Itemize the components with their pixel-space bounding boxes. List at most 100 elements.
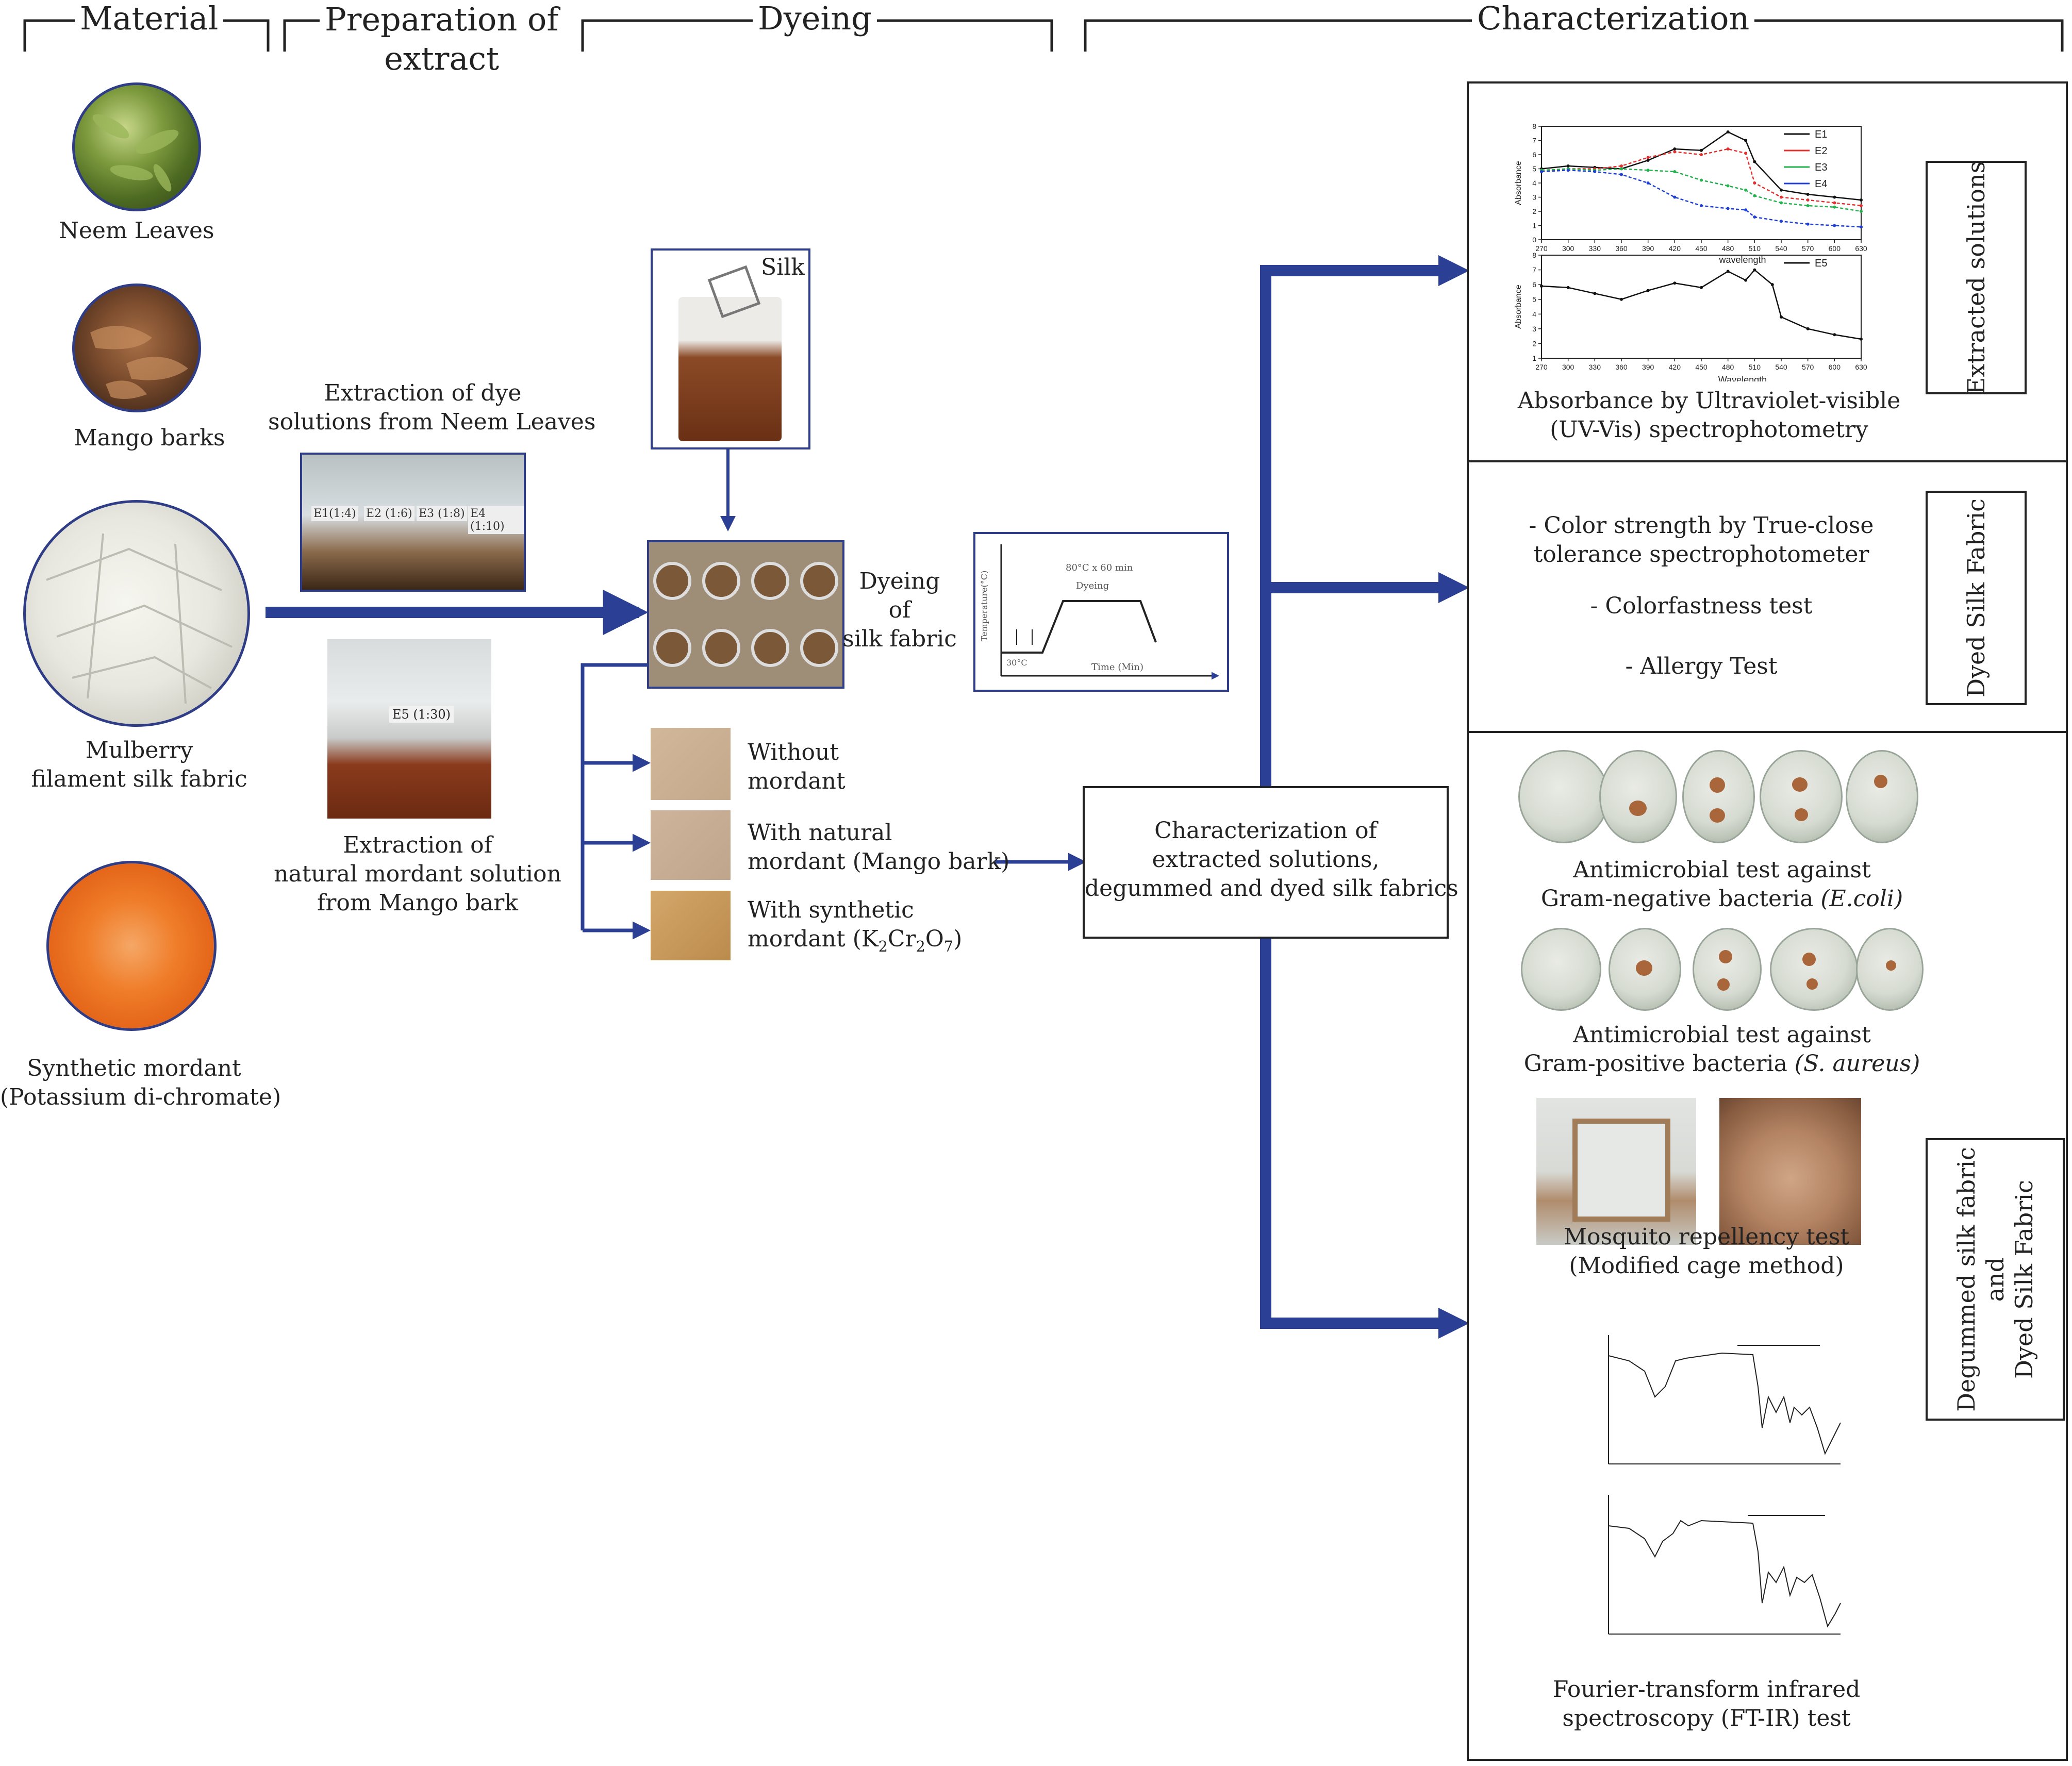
- uv-xtick-label: 600: [1829, 363, 1841, 371]
- uv-point-E4: [1833, 224, 1836, 227]
- uv-point-E4: [1726, 207, 1730, 210]
- uv-point-E3: [1860, 210, 1863, 213]
- uv-point-E2: [1780, 195, 1783, 199]
- header-material: Material: [75, 0, 224, 37]
- uv-point-E3: [1620, 167, 1623, 171]
- mango-bark-image: [72, 284, 201, 412]
- header-dyeing: Dyeing: [753, 0, 877, 37]
- uv-point-E5: [1620, 297, 1623, 301]
- uv-xtick-label: 360: [1615, 244, 1628, 253]
- side-label-degummed: Degummed silk fabric and Dyed Silk Fabri…: [1926, 1138, 2065, 1421]
- uv-point-E2: [1833, 201, 1836, 205]
- uvvis-caption: Absorbance by Ultraviolet-visible (UV-Vi…: [1517, 388, 1901, 443]
- uv-point-E2: [1753, 181, 1756, 185]
- uv-point-E5: [1540, 285, 1543, 288]
- synthetic-mordant-label: With synthetic mordant (K2Cr2O7): [748, 897, 963, 955]
- uv-ytick-label: 5: [1532, 295, 1536, 304]
- profile-time-label: Time (Min): [1091, 662, 1144, 673]
- uv-xtick-label: 270: [1535, 363, 1548, 371]
- uv-ytick-label: 5: [1532, 165, 1536, 173]
- uv-point-E3: [1780, 201, 1783, 205]
- ftir-chart-degummed: [1608, 1335, 1841, 1464]
- uv-xtick-label: 390: [1642, 363, 1654, 371]
- profile-top-label: 80°C x 60 min: [1066, 562, 1133, 573]
- uv-point-E1: [1860, 198, 1863, 202]
- potassium-dichromate-image: [46, 861, 217, 1031]
- uv-ytick-label: 6: [1532, 151, 1536, 159]
- swatch-without-mordant: [651, 728, 731, 800]
- mulberry-label: Mulberry filament silk fabric: [31, 737, 247, 792]
- uv-series-E2: [1541, 148, 1862, 207]
- neem-extract-jars-photo: E1(1:4) E2 (1:6) E3 (1:8) E4 (1:10): [300, 453, 526, 592]
- mango-extraction-label: Extraction of natural mordant solution f…: [274, 832, 561, 916]
- uv-legend-label-E5: E5: [1815, 258, 1827, 269]
- colorfastness-item: - Colorfastness test: [1590, 593, 1813, 619]
- uv-point-E4: [1566, 169, 1570, 172]
- side-label-extracted: Extracted solutions: [1926, 161, 2027, 394]
- uv-point-E4: [1540, 170, 1543, 173]
- uv-point-E2: [1700, 153, 1703, 156]
- saureus-plate-2: [1609, 928, 1681, 1011]
- uv-ytick-label: 6: [1532, 280, 1536, 289]
- uv-point-E3: [1673, 170, 1677, 173]
- uv-series-E1: [1541, 131, 1862, 201]
- uv-point-E1: [1780, 188, 1783, 192]
- ftir-chart-dyed: [1608, 1495, 1841, 1635]
- uv-ytick-label: 7: [1532, 137, 1536, 145]
- uv-ytick-label: 4: [1532, 310, 1536, 318]
- ecoli-plate-1: [1518, 750, 1609, 843]
- uv-point-E5: [1806, 327, 1810, 330]
- uv-xtick-label: 450: [1695, 363, 1708, 371]
- uv-point-E1: [1566, 164, 1570, 168]
- uv-point-E4: [1753, 215, 1756, 219]
- uv-xtick-label: 540: [1775, 244, 1787, 253]
- uv-xtick-label: 510: [1749, 244, 1761, 253]
- dyeing-of-silk-label: Dyeing of silk fabric: [842, 568, 957, 652]
- silk-label: Silk: [761, 254, 805, 280]
- allergy-item: - Allergy Test: [1625, 653, 1778, 679]
- uv-point-E5: [1673, 281, 1677, 285]
- uv-point-E5: [1753, 268, 1756, 272]
- uv-point-E2: [1620, 164, 1623, 168]
- uv-point-E3: [1753, 194, 1756, 197]
- uv-ytick-label: 1: [1532, 222, 1536, 230]
- ecoli-plate-4: [1760, 750, 1843, 843]
- saureus-plate-4: [1770, 928, 1858, 1011]
- uv-point-E5: [1646, 289, 1650, 292]
- uv-point-E3: [1646, 169, 1650, 172]
- samples-bracket: [581, 663, 647, 930]
- uv-xtick-label: 330: [1589, 244, 1601, 253]
- uv-point-E1: [1700, 148, 1703, 152]
- characterization-summary-box: Characterization of extracted solutions,…: [1083, 786, 1458, 939]
- uv-legend-label-E1: E1: [1815, 129, 1827, 140]
- uv-ytick-label: 3: [1532, 325, 1536, 333]
- swatch-synthetic-mordant: [651, 891, 731, 960]
- uv-point-E5: [1726, 270, 1730, 273]
- uv-point-E3: [1700, 178, 1703, 182]
- uv-xlabel: wavelength: [1718, 255, 1766, 265]
- uv-point-E5: [1700, 286, 1703, 289]
- uv-xtick-label: 570: [1802, 244, 1814, 253]
- uv-point-E1: [1673, 147, 1677, 151]
- uv-xtick-label: 480: [1722, 244, 1734, 253]
- ftir-caption: Fourier-transform infrared spectroscopy …: [1552, 1676, 1861, 1731]
- uv-ylabel: Absorbance: [1514, 161, 1523, 205]
- uv-point-E3: [1806, 204, 1810, 207]
- uv-xtick-label: 480: [1722, 363, 1734, 371]
- mango-beaker-photo: E5 (1:30): [327, 639, 491, 819]
- synthetic-label: Synthetic mordant (Potassium di-chromate…: [0, 1055, 281, 1110]
- jar-label-e4: E4 (1:10): [468, 506, 524, 534]
- saureus-plate-1: [1521, 928, 1601, 1011]
- uv-xtick-label: 360: [1615, 363, 1628, 371]
- neem-label: Neem Leaves: [59, 218, 214, 244]
- side-label-dyed: Dyed Silk Fabric: [1926, 491, 2027, 705]
- neem-extraction-label: Extraction of dye solutions from Neem Le…: [268, 380, 596, 435]
- silk-beaker-photo: Silk: [651, 248, 810, 449]
- color-strength-item: - Color strength by True-close tolerance…: [1529, 512, 1874, 568]
- saureus-plate-5: [1856, 928, 1924, 1011]
- uv-point-E5: [1770, 283, 1774, 287]
- uv-point-E2: [1726, 147, 1730, 151]
- uv-point-E4: [1646, 181, 1650, 185]
- uv-xlabel: Wavelength: [1718, 375, 1767, 381]
- natural-mordant-label: With natural mordant (Mango bark): [748, 820, 1010, 875]
